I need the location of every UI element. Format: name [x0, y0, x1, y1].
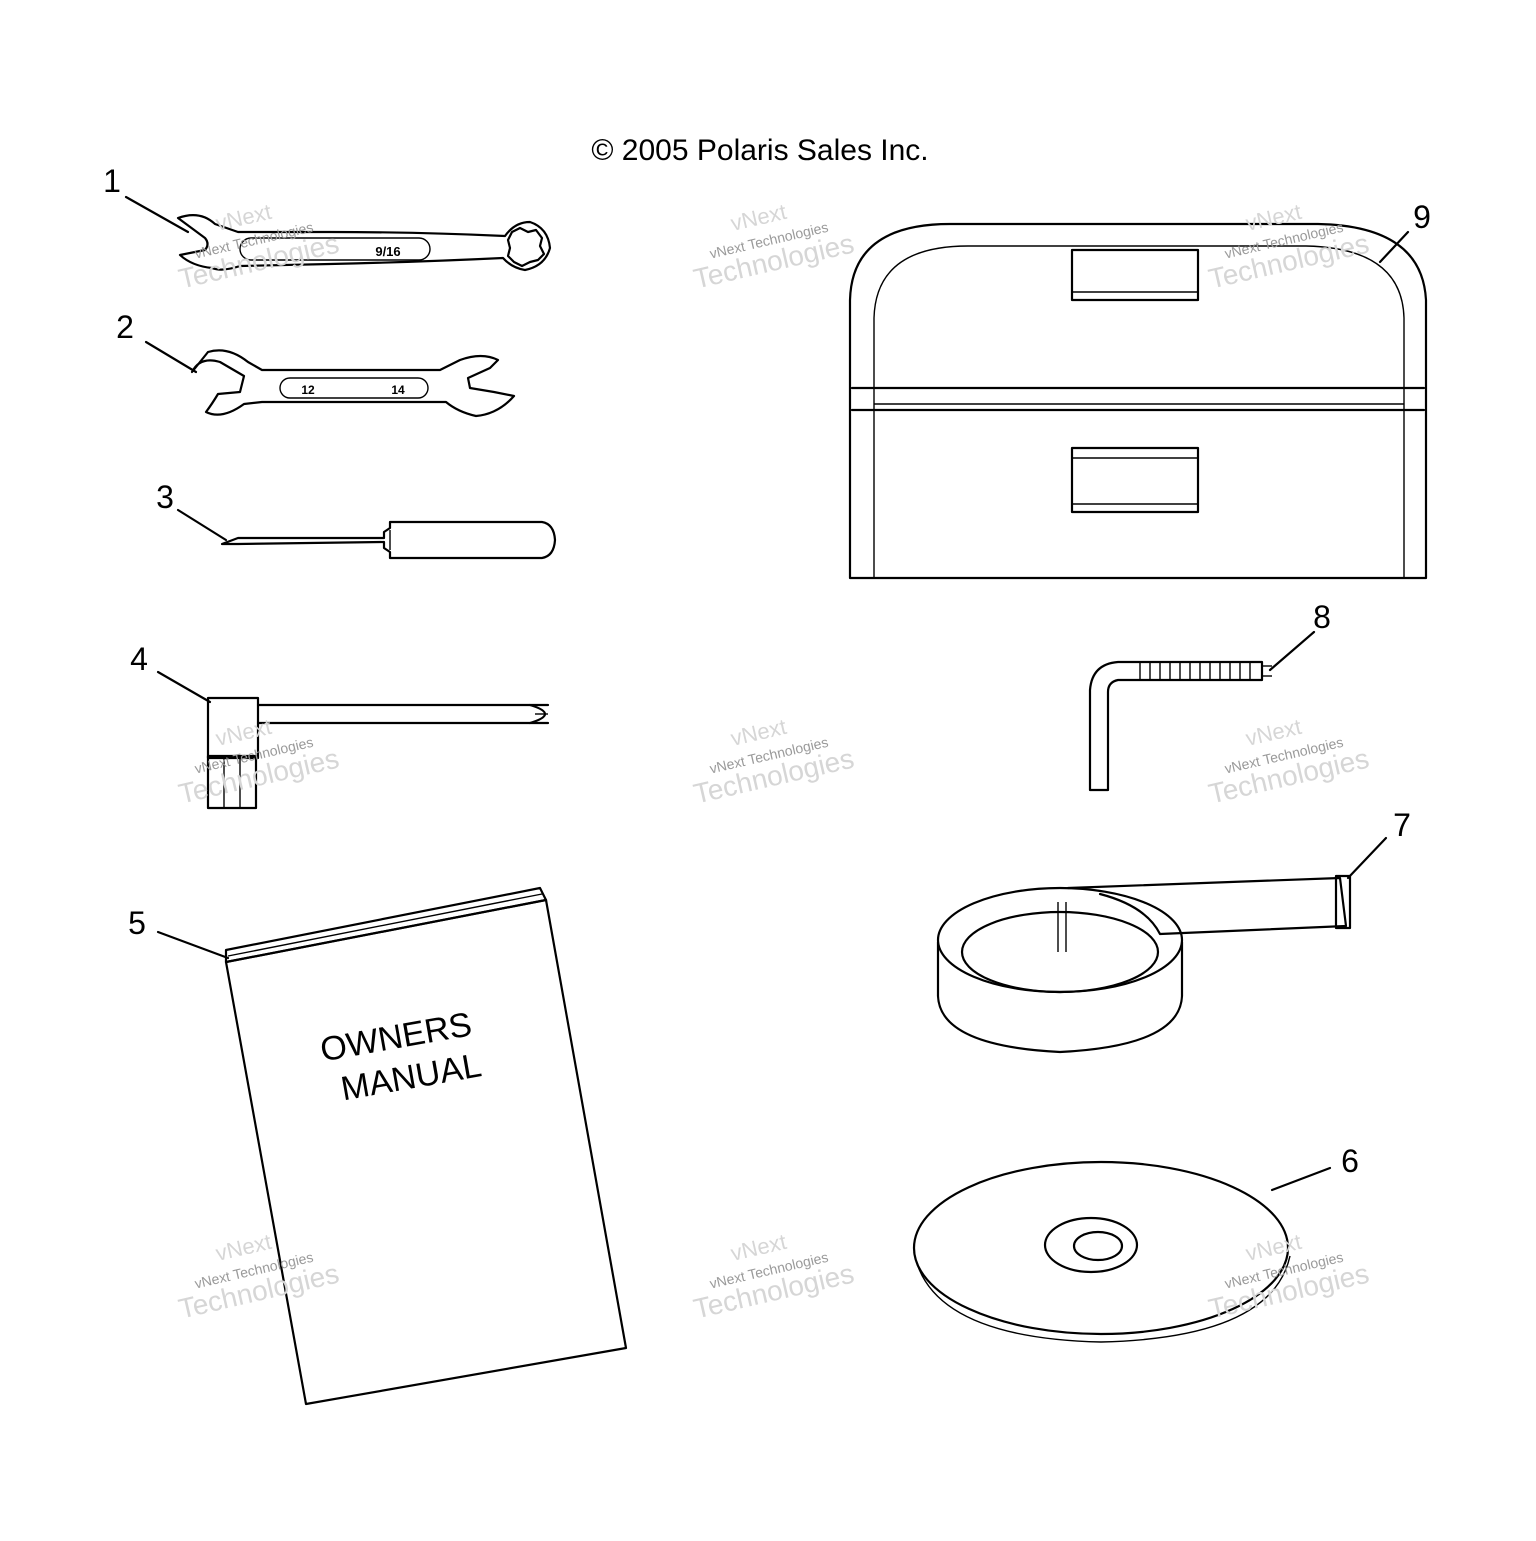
spark-plug-wrench-4	[206, 696, 550, 810]
callout-9: 9	[1413, 199, 1431, 235]
owners-manual-5: OWNERS MANUAL	[224, 886, 628, 1406]
tool-bag-9	[848, 222, 1428, 580]
callout-4: 4	[130, 641, 148, 677]
hex-key-8	[1088, 660, 1272, 792]
wrench-2-size-left: 12	[301, 383, 315, 397]
watermarks: vNext vNext Technologies Technologies vN…	[176, 199, 1372, 1325]
screwdriver-3	[220, 520, 557, 560]
callout-3: 3	[156, 479, 174, 515]
combination-wrench-1: 9/16	[176, 213, 552, 272]
callout-7: 7	[1393, 807, 1411, 843]
wrench-1-size-label: 9/16	[375, 244, 400, 259]
tape-measure-7	[936, 874, 1352, 1054]
callout-5: 5	[128, 905, 146, 941]
copyright-text: © 2005 Polaris Sales Inc.	[591, 134, 928, 167]
wrench-2-size-right: 14	[391, 383, 405, 397]
callout-2: 2	[116, 309, 134, 345]
callout-1: 1	[103, 163, 121, 199]
callout-8: 8	[1313, 599, 1331, 635]
callout-6: 6	[1341, 1143, 1359, 1179]
open-end-wrench-2: 12 14	[190, 349, 516, 418]
cd-disc-6	[912, 1160, 1291, 1343]
